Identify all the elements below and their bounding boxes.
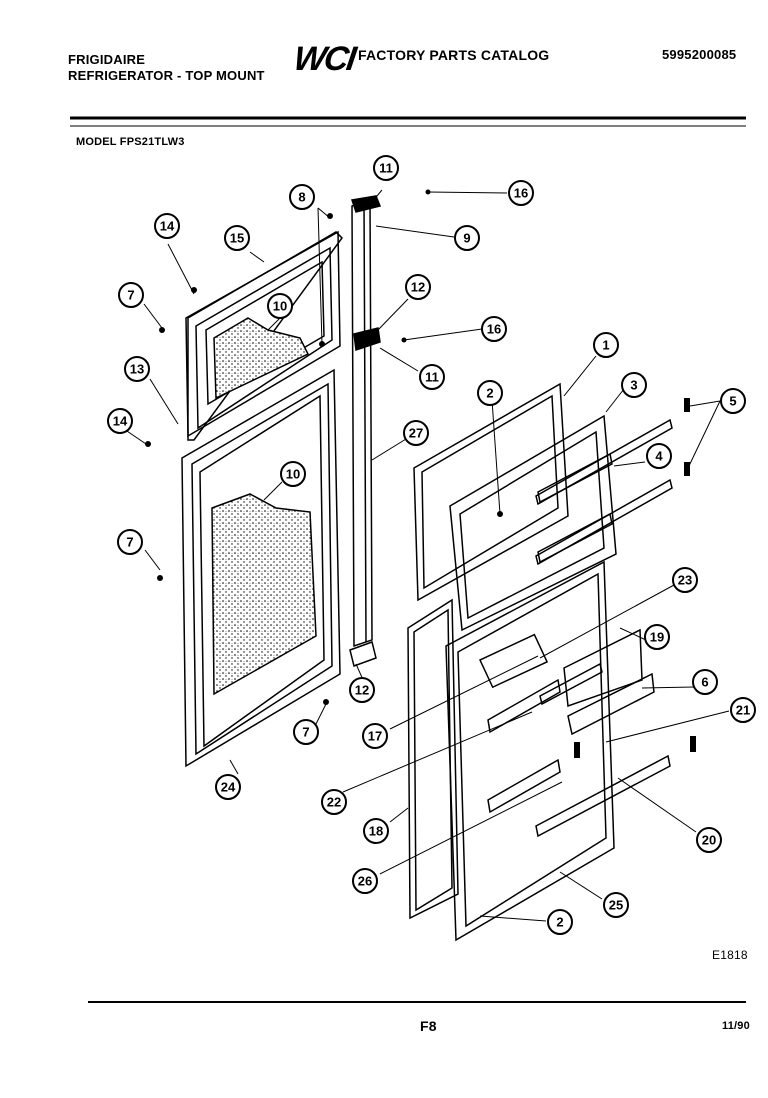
callout-number: 4 [655, 449, 663, 464]
callout-6: 6 [692, 669, 718, 695]
callout-number: 21 [736, 703, 750, 718]
callout-1: 1 [593, 332, 619, 358]
callout-24: 24 [215, 774, 241, 800]
callout-number: 20 [702, 833, 716, 848]
catalog-title: FACTORY PARTS CATALOG [358, 47, 550, 63]
callout-number: 13 [130, 362, 144, 377]
callout-11: 11 [419, 364, 445, 390]
callout-number: 16 [514, 186, 528, 201]
callout-number: 16 [487, 322, 501, 337]
fresh-food-shelf-bars [535, 662, 671, 838]
callout-18: 18 [363, 818, 389, 844]
callout-12: 12 [405, 274, 431, 300]
callout-7: 7 [293, 719, 319, 745]
callout-number: 10 [286, 467, 300, 482]
catalog-date: 11/90 [722, 1020, 750, 1032]
freezer-insulation [213, 317, 310, 400]
callout-2: 2 [477, 380, 503, 406]
callout-15: 15 [224, 225, 250, 251]
callout-number: 7 [126, 535, 133, 550]
callout-number: 10 [273, 299, 287, 314]
callout-9: 9 [454, 225, 480, 251]
callout-labels: 1116891415107121611131415324271072319621… [107, 155, 756, 935]
callout-number: 8 [298, 190, 305, 205]
callout-number: 22 [327, 795, 341, 810]
callout-10: 10 [280, 461, 306, 487]
freezer-door-liner [413, 382, 569, 602]
callout-number: 12 [355, 683, 369, 698]
callout-number: 12 [411, 280, 425, 295]
callout-number: 14 [113, 414, 128, 429]
callout-17: 17 [362, 723, 388, 749]
callout-27: 27 [403, 420, 429, 446]
callout-number: 7 [127, 288, 134, 303]
fresh-food-inner-door [445, 560, 655, 942]
callout-number: 26 [358, 874, 372, 889]
callout-number: 7 [302, 725, 309, 740]
leader-lines [123, 189, 730, 922]
callout-number: 11 [379, 161, 393, 176]
callout-number: 5 [729, 394, 736, 409]
callout-16: 16 [481, 316, 507, 342]
callout-25: 25 [603, 892, 629, 918]
callout-number: 24 [221, 780, 236, 795]
callout-12: 12 [349, 677, 375, 703]
callout-2: 2 [547, 909, 573, 935]
callout-8: 8 [289, 184, 315, 210]
callout-14: 14 [154, 213, 180, 239]
callout-number: 18 [369, 824, 383, 839]
callout-number: 19 [650, 630, 664, 645]
fresh-food-insulation [211, 493, 317, 696]
catalog-part-number: 5995200085 [662, 47, 737, 62]
fresh-food-door-liner [407, 598, 459, 920]
fasteners [145, 189, 696, 758]
callout-13: 13 [124, 356, 150, 382]
callout-23: 23 [672, 567, 698, 593]
callout-19: 19 [644, 624, 670, 650]
freezer-shelf-bars [535, 418, 673, 566]
callout-16: 16 [508, 180, 534, 206]
callout-5: 5 [720, 388, 746, 414]
callout-number: 2 [486, 386, 493, 401]
callout-7: 7 [117, 529, 143, 555]
callout-number: 25 [609, 898, 623, 913]
callout-number: 3 [630, 378, 637, 393]
catalog-subtitle: REFRIGERATOR - TOP MOUNT [68, 68, 265, 83]
callout-number: 2 [556, 915, 563, 930]
callout-number: 14 [160, 219, 175, 234]
callout-4: 4 [646, 443, 672, 469]
callout-11: 11 [373, 155, 399, 181]
callout-number: 15 [230, 231, 244, 246]
callout-20: 20 [696, 827, 722, 853]
freezer-inner-door [449, 414, 617, 632]
model-number: MODEL FPS21TLW3 [76, 136, 185, 148]
callout-number: 27 [409, 426, 423, 441]
callout-number: 17 [368, 729, 382, 744]
callout-22: 22 [321, 789, 347, 815]
callout-3: 3 [621, 372, 647, 398]
callout-10: 10 [267, 293, 293, 319]
callout-number: 11 [425, 370, 439, 385]
door-handle-bar [349, 195, 382, 667]
callout-number: 9 [463, 231, 470, 246]
header-rules [70, 116, 746, 1003]
diagram-code: E1818 [712, 948, 748, 962]
page-number: F8 [420, 1018, 437, 1034]
callout-number: 23 [678, 573, 692, 588]
callout-14: 14 [107, 408, 133, 434]
callout-7: 7 [118, 282, 144, 308]
callout-number: 6 [701, 675, 708, 690]
brand-name: FRIGIDAIRE [68, 52, 146, 67]
fresh-food-door-panel [181, 368, 341, 768]
callout-21: 21 [730, 697, 756, 723]
callout-26: 26 [352, 868, 378, 894]
callout-number: 1 [602, 338, 609, 353]
